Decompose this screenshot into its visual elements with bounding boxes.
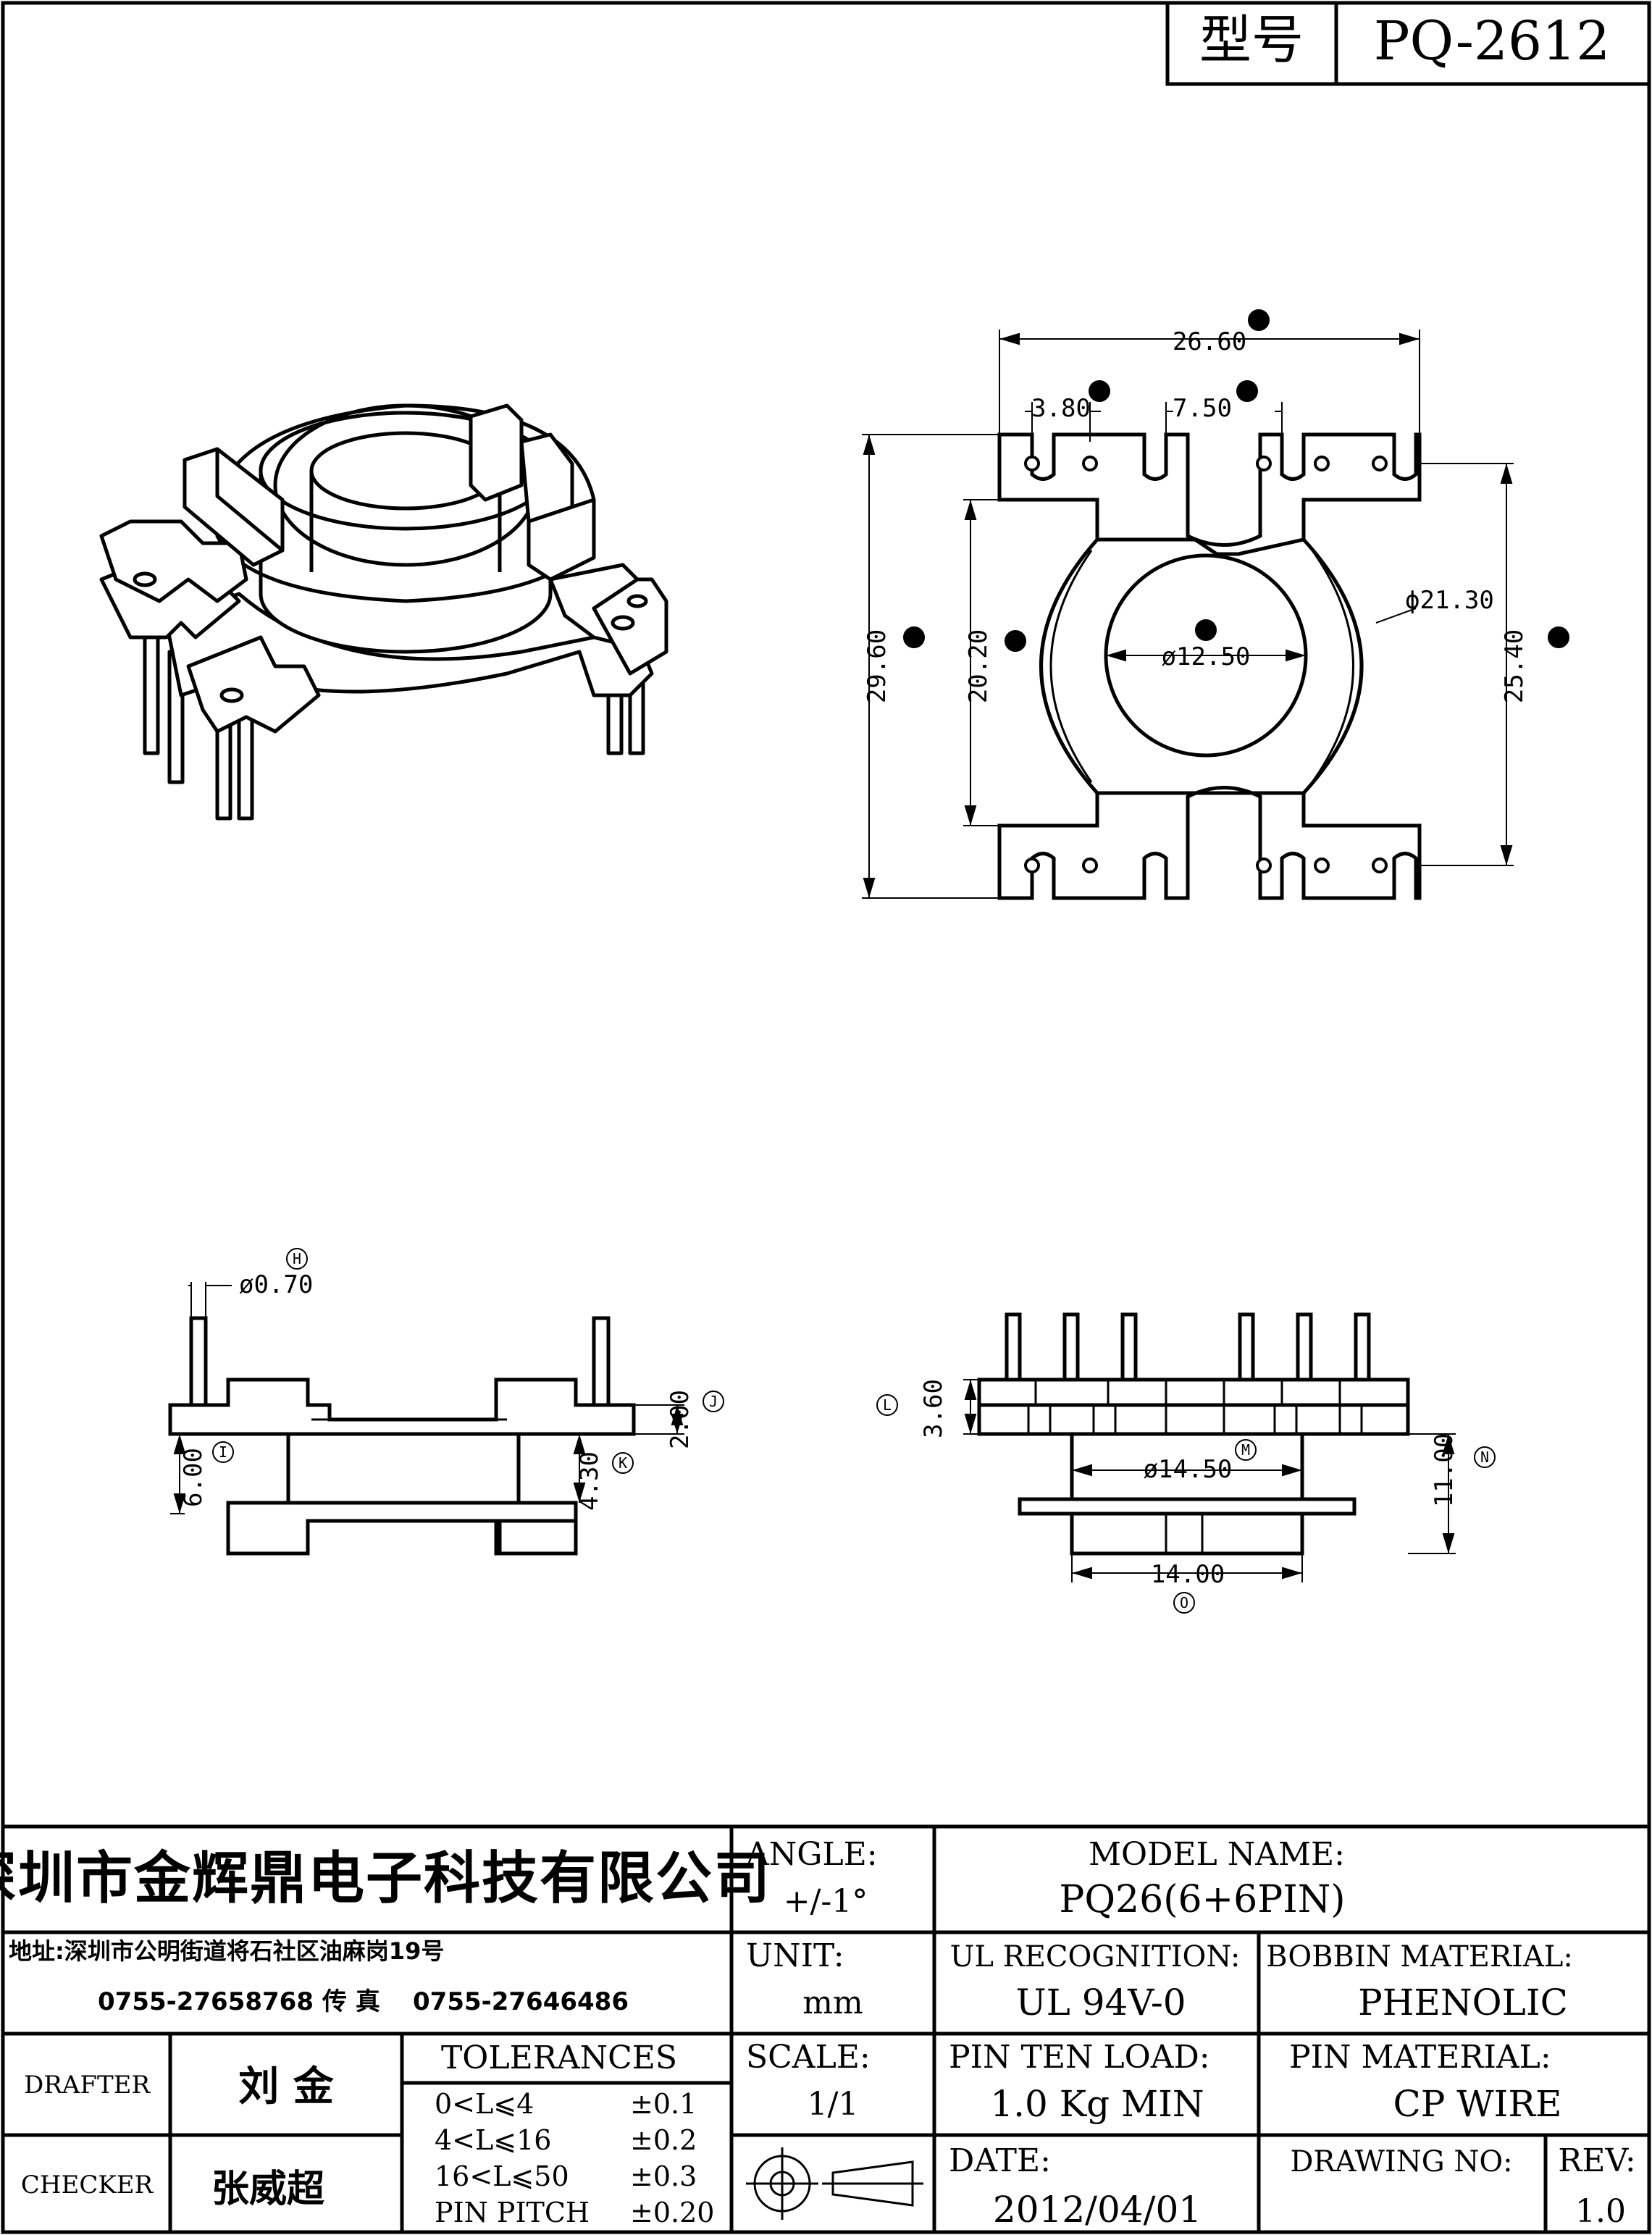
dim-14-50: ø14.50 xyxy=(1144,1455,1233,1484)
bobbin-label: BOBBIN MATERIAL: xyxy=(1266,1940,1573,1974)
dim-12-50: ø12.50 xyxy=(1162,642,1251,671)
tol-range-3: 16<L⩽50 xyxy=(435,2160,569,2192)
fax-label: 传 真 xyxy=(322,1987,380,2016)
callout-m: M xyxy=(1241,1441,1250,1459)
dim-21-30: ϕ21.30 xyxy=(1405,586,1494,615)
company-fax: 0755-27646486 xyxy=(413,1987,629,2016)
callout-a: A xyxy=(1254,311,1263,329)
dim-3-80: 3.80 xyxy=(1031,394,1091,423)
callout-e: E xyxy=(1011,632,1020,650)
angle-value: +/-1° xyxy=(784,1883,868,1920)
company-phone: 0755-27658768 xyxy=(98,1987,314,2016)
dim-3-60: 3.60 xyxy=(919,1379,948,1438)
callout-h: H xyxy=(293,1250,301,1267)
checker-value: 张威超 xyxy=(211,2168,325,2211)
drawing-no-label: DRAWING NO: xyxy=(1290,2145,1512,2179)
tolerances-label: TOLERANCES xyxy=(441,2039,677,2076)
tol-value-3: ±0.3 xyxy=(630,2160,697,2192)
model-name-label: MODEL NAME: xyxy=(1089,1836,1345,1873)
tol-range-1: 0<L⩽4 xyxy=(435,2088,534,2120)
callout-n: N xyxy=(1480,1448,1489,1466)
scale-value: 1/1 xyxy=(808,2086,859,2123)
callout-k: K xyxy=(619,1454,627,1472)
callout-g: G xyxy=(1554,629,1563,646)
callout-l: L xyxy=(883,1396,892,1414)
dim-26-60: 26.60 xyxy=(1173,327,1246,356)
side-view xyxy=(168,1316,636,1556)
top-view: 26.60 3.80 7.50 29.60 20.20 ϕ21.30 ø12.5… xyxy=(862,309,1569,900)
unit-label: UNIT: xyxy=(746,1937,844,1974)
model-label: 型号 xyxy=(1199,9,1304,70)
unit-value: mm xyxy=(802,1984,863,2021)
company-address: 地址:深圳市公明街道将石社区油麻岗19号 xyxy=(9,1937,444,1965)
isometric-view xyxy=(99,403,668,821)
scale-label: SCALE: xyxy=(746,2039,871,2076)
callout-f: F xyxy=(1202,621,1210,639)
model-header-box: 型号 PQ-2612 xyxy=(1165,1,1651,86)
date-label: DATE: xyxy=(949,2142,1051,2179)
ul-label: UL RECOGNITION: xyxy=(950,1940,1241,1974)
dim-4-30: 4.30 xyxy=(575,1451,604,1511)
tol-value-2: ±0.2 xyxy=(630,2124,697,2156)
dim-14-00: 14.00 xyxy=(1151,1560,1225,1589)
drafter-value: 刘 金 xyxy=(238,2063,334,2110)
ul-value: UL 94V-0 xyxy=(1015,1982,1186,2024)
dim-20-20: 20.20 xyxy=(964,629,993,703)
projection-symbol xyxy=(746,2147,923,2220)
dim-29-60: 29.60 xyxy=(863,629,892,703)
bobbin-value: PHENOLIC xyxy=(1358,1982,1568,2024)
title-block: 深圳市金辉鼎电子科技有限公司 地址:深圳市公明街道将石社区油麻岗19号 0755… xyxy=(0,1824,1649,2232)
tol-range-2: 4<L⩽16 xyxy=(435,2124,551,2156)
checker-label: CHECKER xyxy=(21,2171,154,2200)
angle-label: ANGLE: xyxy=(745,1836,878,1873)
callout-d: D xyxy=(910,629,918,646)
company-name: 深圳市金辉鼎电子科技有限公司 xyxy=(0,1846,771,1911)
tol-value-4: ±0.20 xyxy=(630,2197,714,2228)
model-value: PQ-2612 xyxy=(1374,10,1611,72)
callout-c: C xyxy=(1243,382,1251,400)
dim-2-00: 2.00 xyxy=(666,1390,695,1449)
tol-range-4: PIN PITCH xyxy=(435,2197,590,2228)
callout-i: I xyxy=(219,1443,227,1461)
date-value: 2012/04/01 xyxy=(993,2189,1202,2231)
pin-ten-label: PIN TEN LOAD: xyxy=(949,2039,1210,2076)
dim-7-50: 7.50 xyxy=(1173,394,1232,423)
dim-6-00: 6.00 xyxy=(179,1448,208,1507)
model-name-value: PQ26(6+6PIN) xyxy=(1059,1878,1345,1921)
rev-label: REV: xyxy=(1558,2142,1635,2179)
dim-11-00: 11.00 xyxy=(1430,1433,1459,1507)
pin-mat-value: CP WIRE xyxy=(1393,2083,1561,2125)
pin-mat-label: PIN MATERIAL: xyxy=(1289,2039,1551,2076)
top-view-outline xyxy=(997,432,1422,556)
tol-value-1: ±0.1 xyxy=(630,2088,697,2120)
rev-value: 1.0 xyxy=(1575,2193,1626,2230)
front-view xyxy=(977,1312,1410,1556)
callout-b: B xyxy=(1095,382,1104,400)
drafter-label: DRAFTER xyxy=(24,2071,151,2100)
dim-0-70: ø0.70 xyxy=(239,1270,313,1299)
callout-j: J xyxy=(709,1393,718,1410)
callout-o: O xyxy=(1180,1594,1188,1611)
pin-ten-value: 1.0 Kg MIN xyxy=(990,2083,1204,2125)
dim-25-40: 25.40 xyxy=(1500,629,1529,703)
